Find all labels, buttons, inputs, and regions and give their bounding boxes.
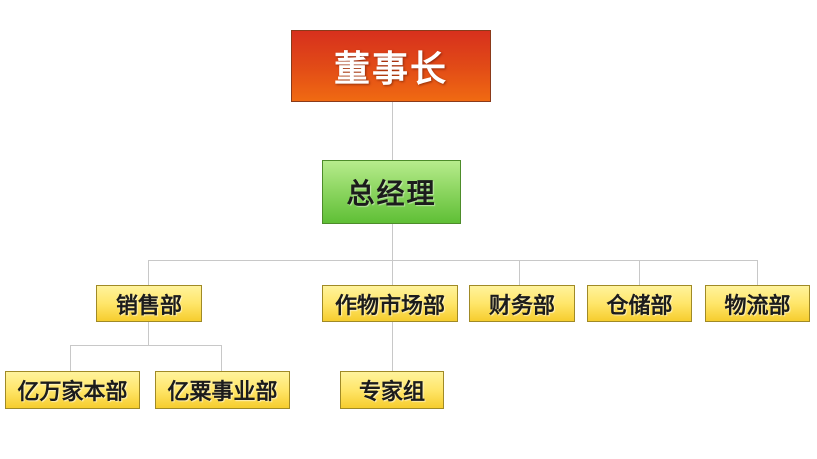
department-box-finance: 财务部 — [469, 285, 575, 322]
chairman-box: 董事长 — [291, 30, 491, 102]
department-box-logistics: 物流部 — [705, 285, 810, 322]
department-label: 仓储部 — [606, 293, 673, 319]
general-manager-label: 总经理 — [346, 177, 437, 210]
general-manager-box: 总经理 — [322, 160, 461, 224]
department-box-crop-market: 作物市场部 — [322, 285, 458, 322]
department-box-warehouse: 仓储部 — [587, 285, 692, 322]
department-box-sales: 销售部 — [96, 285, 202, 322]
sales-unit-box-yisu: 亿粟事业部 — [155, 371, 290, 409]
sales-unit-box-yiwanjia: 亿万家本部 — [5, 371, 140, 409]
department-label: 销售部 — [115, 293, 182, 319]
crop-market-unit-label: 专家组 — [358, 380, 425, 405]
sales-unit-label: 亿粟事业部 — [167, 380, 278, 405]
department-label: 物流部 — [724, 293, 791, 319]
crop-market-unit-box-experts: 专家组 — [340, 371, 444, 409]
sales-unit-label: 亿万家本部 — [17, 380, 128, 405]
department-label: 作物市场部 — [334, 293, 445, 319]
chairman-label: 董事长 — [333, 49, 448, 90]
department-label: 财务部 — [488, 293, 555, 319]
